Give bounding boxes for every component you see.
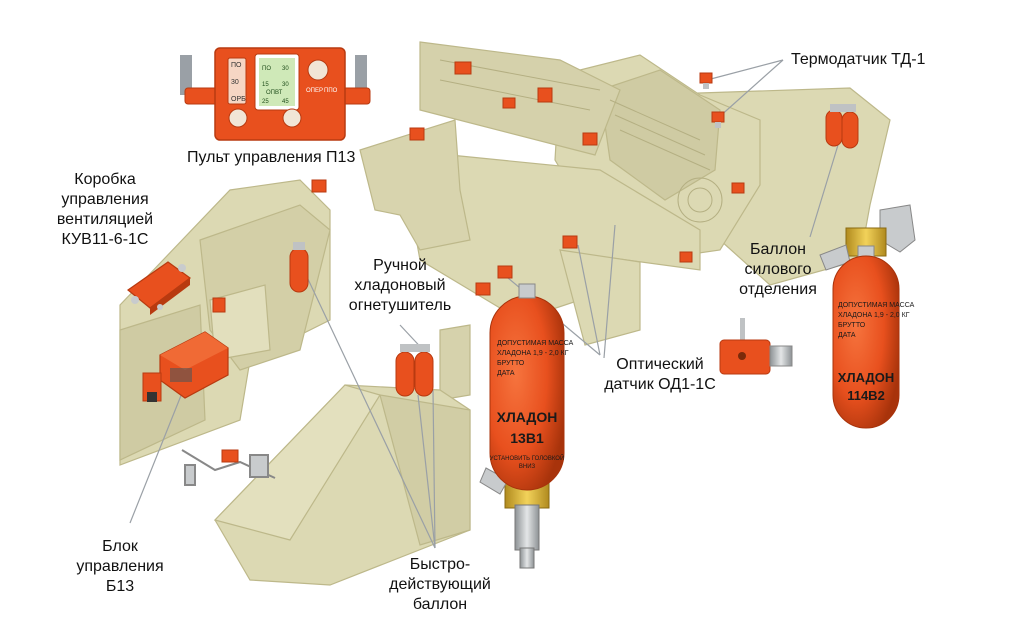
cyl114-note-1: ДОПУСТИМАЯ МАССА [838, 302, 915, 309]
cyl114-name: ХЛАДОН [838, 370, 894, 385]
label-vent-box: Коробка управления вентиляцией КУВ11-6-1… [40, 170, 170, 250]
label-optical-line-2: датчик ОД1-1С [604, 376, 716, 393]
label-thermo-line-1: Термодатчик ТД-1 [791, 51, 926, 68]
label-vent-line-3: вентиляцией [56, 211, 154, 228]
label-fast-cylinder: Быстро- действующий баллон [380, 555, 500, 615]
sensor-misc-1 [212, 61, 553, 313]
cyl114-note-3: БРУТТО [838, 322, 866, 329]
screen-num-1: ПО [262, 66, 271, 72]
cyl13-note-2: ХЛАДОНА 1,9 - 2,0 КГ [497, 350, 569, 357]
screen-num-3: 15 [262, 82, 269, 88]
label-optical: Оптический датчик ОД1-1С [590, 355, 730, 395]
label-fast-line-1: Быстро- [409, 556, 471, 573]
screen-num-6: 45 [282, 99, 289, 105]
label-block-line-3: Б13 [105, 578, 135, 595]
cyl13-code: 13В1 [510, 430, 544, 446]
panel-knob-left[interactable] [228, 108, 248, 128]
screen-num-2: 30 [282, 66, 289, 72]
label-engine-cylinder: Баллон силового отделения [728, 240, 828, 300]
panel-tag-2: ППО [324, 88, 338, 94]
thermo-sensor-3 [731, 182, 745, 194]
panel-button-top[interactable] [307, 59, 329, 81]
cyl13-note-1: ДОПУСТИМАЯ МАССА [497, 340, 574, 347]
optical-sensor-detail [719, 318, 793, 375]
control-block-b13 [142, 331, 229, 402]
optical-sensor-1 [562, 235, 578, 249]
screen-num-5: 25 [262, 99, 269, 105]
panel-key-3: ОРБ [231, 96, 246, 103]
label-control-panel: Пульт управления П13 [187, 148, 355, 168]
cyl114-note-4: ДАТА [838, 332, 856, 339]
control-panel-p13: ПО 30 ОРБ ПО 30 15 30 ОПВТ 25 45 ОПЕР ПП… [180, 47, 371, 141]
panel-screen [259, 58, 295, 106]
panel-tag-1: ОПЕР [306, 88, 323, 94]
panel-key-2: 30 [231, 79, 239, 86]
label-vent-line-1: Коробка [74, 171, 136, 188]
optical-sensor-2 [497, 265, 513, 279]
pedal-assembly [181, 449, 276, 486]
cyl13-note-3: БРУТТО [497, 360, 525, 367]
label-handheld-line-2: хладоновый [354, 277, 446, 294]
cylinder-13b1: ДОПУСТИМАЯ МАССА ХЛАДОНА 1,9 - 2,0 КГ БР… [479, 283, 574, 569]
cyl114-code: 114В2 [847, 388, 885, 403]
screen-num-4: 30 [282, 82, 289, 88]
label-block-line-2: управления [76, 558, 164, 575]
cyl13-bottom-1: УСТАНОВИТЬ ГОЛОВКОЙ [490, 454, 565, 462]
engine-compartment-hull [359, 41, 891, 401]
label-block-b13: Блок управления Б13 [65, 537, 175, 597]
label-panel-line-1: Пульт управления П13 [187, 149, 356, 166]
fast-acting-cylinders [395, 344, 434, 397]
cyl13-bottom-2: ВНИЗ [519, 464, 536, 470]
cyl114-note-2: ХЛАДОНА 1,9 - 2,0 КГ [838, 312, 910, 319]
optical-sensor-3 [475, 282, 491, 296]
label-handheld-line-1: Ручной [373, 257, 427, 274]
panel-key-1: ПО [231, 62, 242, 69]
label-engine-line-1: Баллон [750, 241, 806, 258]
cylinder-114b2: ДОПУСТИМАЯ МАССА ХЛАДОНА 1,9 - 2,0 КГ БР… [819, 204, 916, 429]
label-handheld-line-3: огнетушитель [348, 297, 452, 314]
label-vent-line-2: управления [61, 191, 149, 208]
screen-mid: ОПВТ [266, 90, 283, 96]
label-engine-line-2: силового [744, 261, 812, 278]
cyl13-name: ХЛАДОН [497, 409, 558, 425]
label-vent-line-4: КУВ11-6-1С [61, 231, 149, 248]
vent-control-box [127, 261, 192, 315]
engine-small-cylinders [825, 104, 859, 149]
panel-knob-right[interactable] [282, 108, 302, 128]
thermo-sensor-4 [679, 251, 693, 263]
thermo-sensor-1 [699, 72, 713, 89]
label-thermo: Термодатчик ТД-1 [791, 50, 925, 70]
label-optical-line-1: Оптический [616, 356, 704, 373]
label-block-line-1: Блок [102, 538, 138, 555]
label-fast-line-3: баллон [412, 596, 468, 613]
optical-sensor-4 [582, 132, 598, 146]
handheld-extinguisher [289, 242, 309, 293]
cyl13-note-4: ДАТА [497, 370, 515, 377]
front-hull-wedge [213, 384, 471, 586]
thermo-sensor-2 [711, 111, 725, 128]
label-engine-line-3: отделения [739, 281, 817, 298]
label-handheld: Ручной хладоновый огнетушитель [335, 256, 465, 316]
label-fast-line-2: действующий [389, 576, 491, 593]
